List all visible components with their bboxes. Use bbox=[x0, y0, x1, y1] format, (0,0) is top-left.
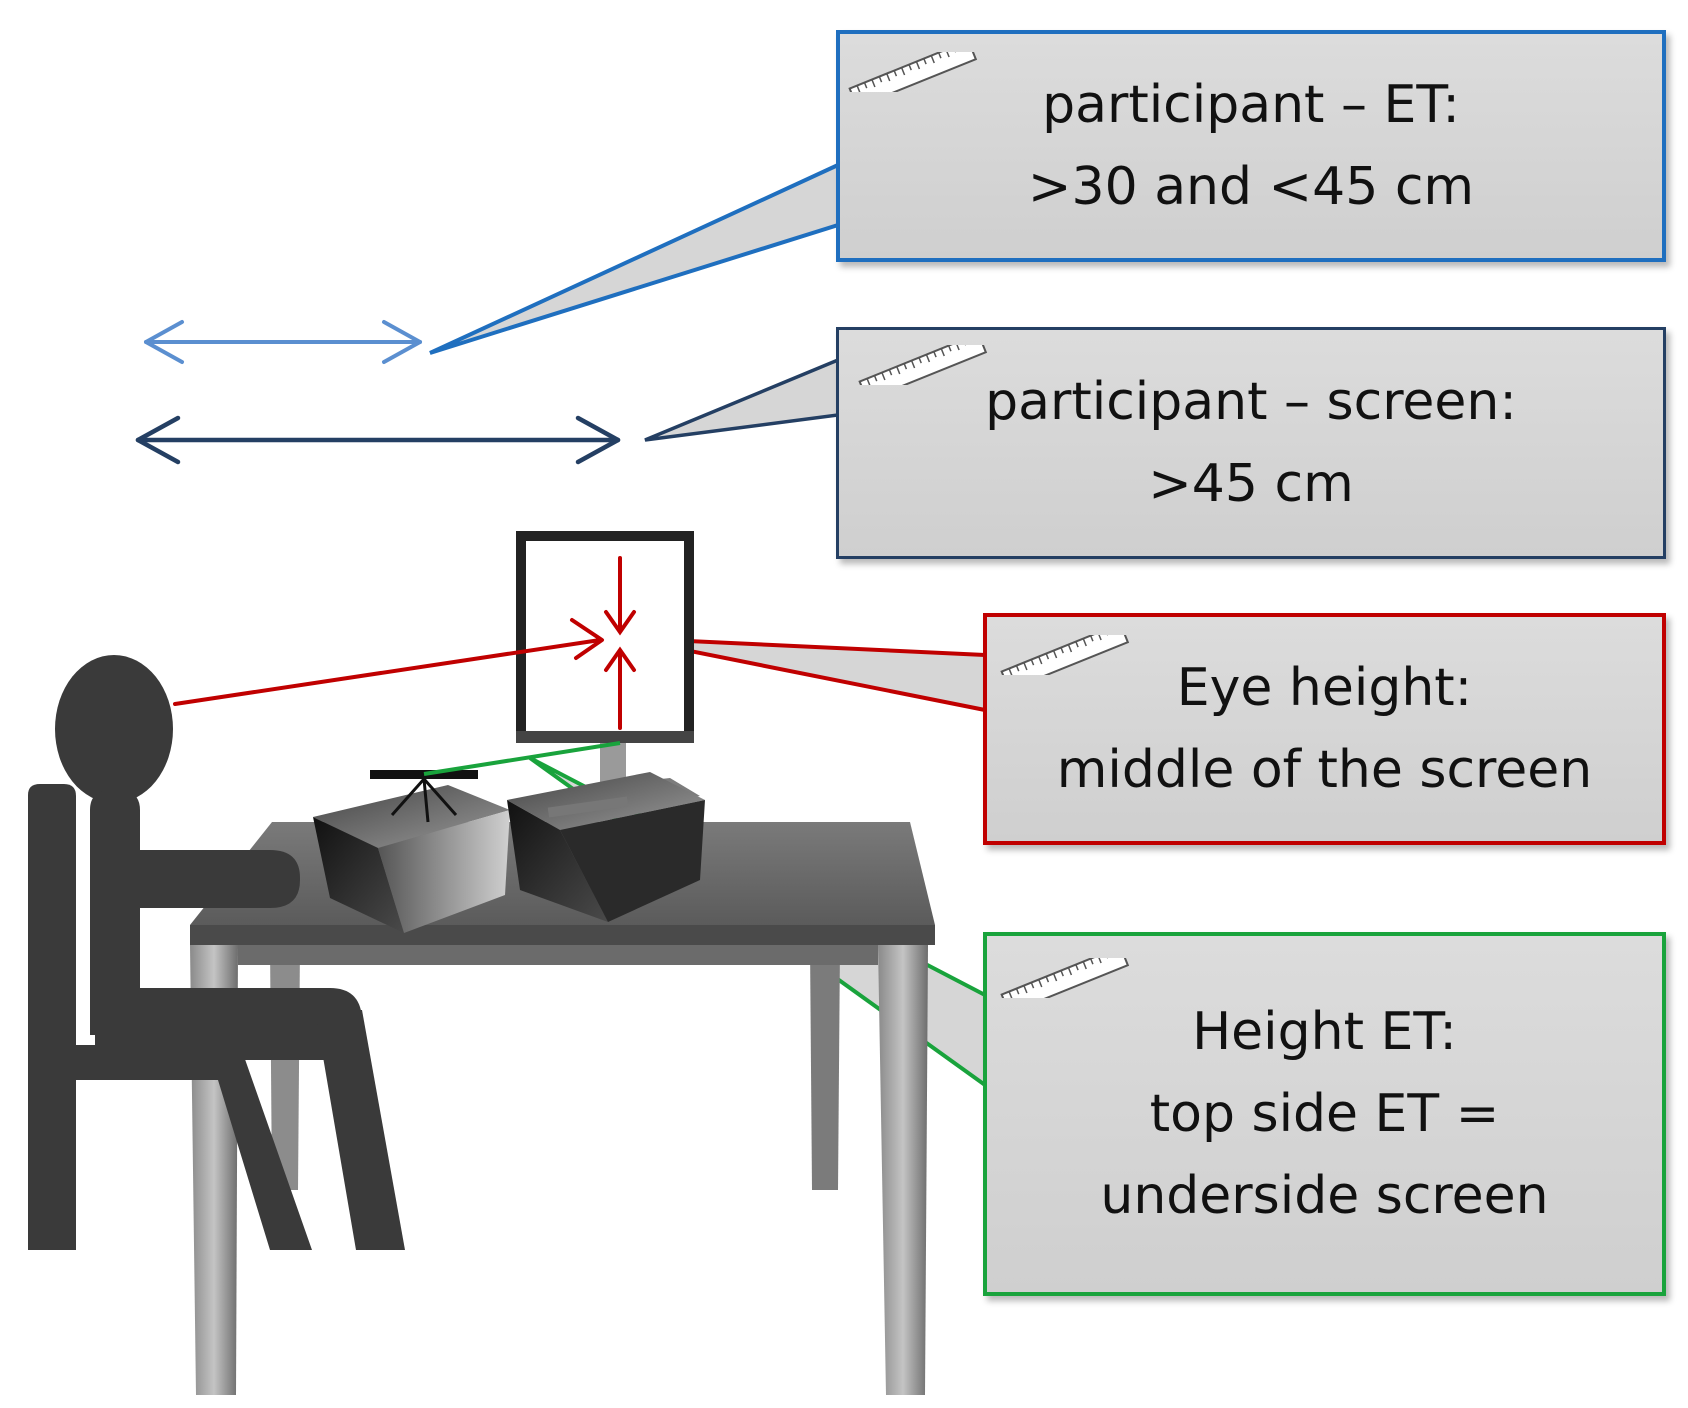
height-et-callout: Height ET: top side ET = underside scree… bbox=[983, 932, 1666, 1296]
et-alignment-line bbox=[423, 741, 621, 776]
participant-screen-callout: participant – screen: >45 cm bbox=[836, 327, 1666, 559]
participant-et-label: participant – ET: bbox=[1042, 75, 1460, 135]
screen-center-marker-icon bbox=[604, 556, 636, 730]
computer-box-icon bbox=[507, 772, 705, 922]
ruler-icon bbox=[1000, 958, 1130, 998]
participant-et-double-arrow-icon bbox=[144, 320, 422, 364]
eye-height-value: middle of the screen bbox=[1056, 740, 1593, 800]
ruler-icon bbox=[1000, 635, 1130, 675]
table-icon bbox=[190, 822, 935, 1395]
gaze-line-icon bbox=[173, 618, 604, 706]
participant-screen-double-arrow-icon bbox=[135, 415, 621, 465]
ruler-icon bbox=[858, 345, 988, 385]
participant-screen-callout-tail bbox=[644, 357, 840, 442]
participant-screen-label: participant – screen: bbox=[985, 372, 1517, 432]
height-et-label: Height ET: bbox=[1192, 1002, 1457, 1062]
ruler-icon bbox=[848, 52, 978, 92]
height-et-value-line2: underside screen bbox=[1100, 1166, 1549, 1226]
eye-height-label: Eye height: bbox=[1176, 658, 1473, 718]
participant-et-value: >30 and <45 cm bbox=[1027, 157, 1475, 217]
height-et-value-line1: top side ET = bbox=[1149, 1084, 1500, 1144]
person-icon bbox=[28, 655, 405, 1250]
participant-et-callout: participant – ET: >30 and <45 cm bbox=[836, 30, 1666, 262]
eye-tracker-box-icon bbox=[313, 785, 510, 933]
participant-et-callout-tail bbox=[429, 161, 840, 355]
participant-screen-value: >45 cm bbox=[1148, 454, 1354, 514]
eye-tracker-icon bbox=[370, 770, 478, 823]
